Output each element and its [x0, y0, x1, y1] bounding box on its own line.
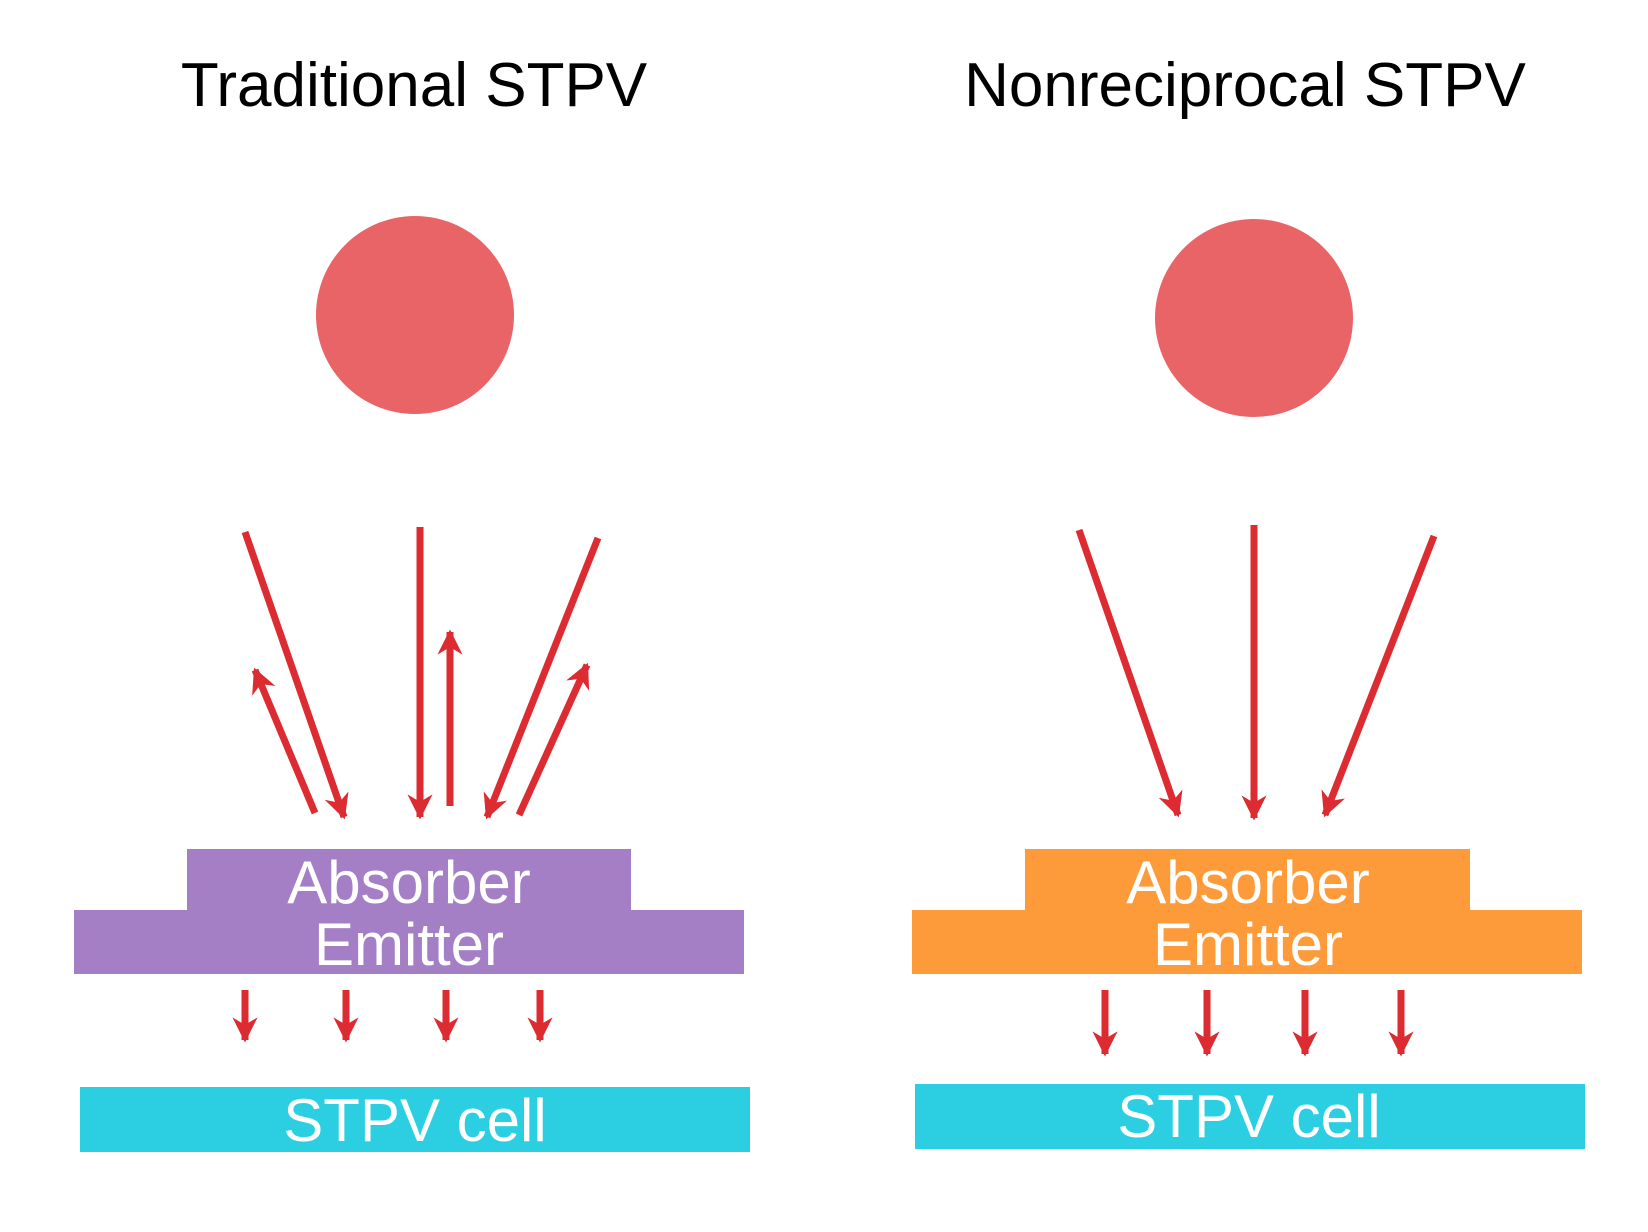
nonreciprocal-incident-arrows [1075, 525, 1438, 821]
traditional-stpv-cell [80, 1087, 750, 1152]
traditional-cell-arrows [232, 990, 553, 1043]
traditional-incident-arrow-left [241, 530, 349, 820]
traditional-reemitted-arrow-right [515, 662, 591, 817]
nonreciprocal-incident-arrow-left [1075, 528, 1183, 818]
traditional-emitter-label: Emitter [314, 911, 504, 978]
nonreciprocal-cell-arrows [1092, 990, 1414, 1057]
nonreciprocal-absorber-emitter-block [912, 849, 1582, 974]
nonreciprocal-absorber-label: Absorber [1126, 849, 1369, 916]
traditional-sun [316, 216, 514, 414]
traditional-reemitted-arrow-left [251, 667, 319, 815]
nonreciprocal-title: Nonreciprocal STPV [964, 51, 1526, 120]
traditional-incident-arrows [241, 527, 602, 820]
nonreciprocal-sun [1155, 219, 1353, 417]
traditional-absorber-emitter-block [74, 849, 744, 974]
traditional-title: Traditional STPV [181, 51, 648, 120]
nonreciprocal-cell-label: STPV cell [1117, 1083, 1380, 1150]
traditional-reemitted-arrows [251, 629, 591, 817]
nonreciprocal-panel: Nonreciprocal STPV Absorber Emitter STPV… [912, 51, 1585, 1150]
traditional-incident-arrow-right [483, 536, 602, 820]
nonreciprocal-stpv-cell [915, 1084, 1585, 1149]
traditional-panel: Traditional STPV Absorber Emitter STPV c… [74, 51, 750, 1154]
traditional-cell-label: STPV cell [283, 1087, 546, 1154]
traditional-absorber-label: Absorber [287, 849, 530, 916]
nonreciprocal-incident-arrow-right [1321, 534, 1438, 818]
nonreciprocal-emitter-label: Emitter [1153, 911, 1343, 978]
